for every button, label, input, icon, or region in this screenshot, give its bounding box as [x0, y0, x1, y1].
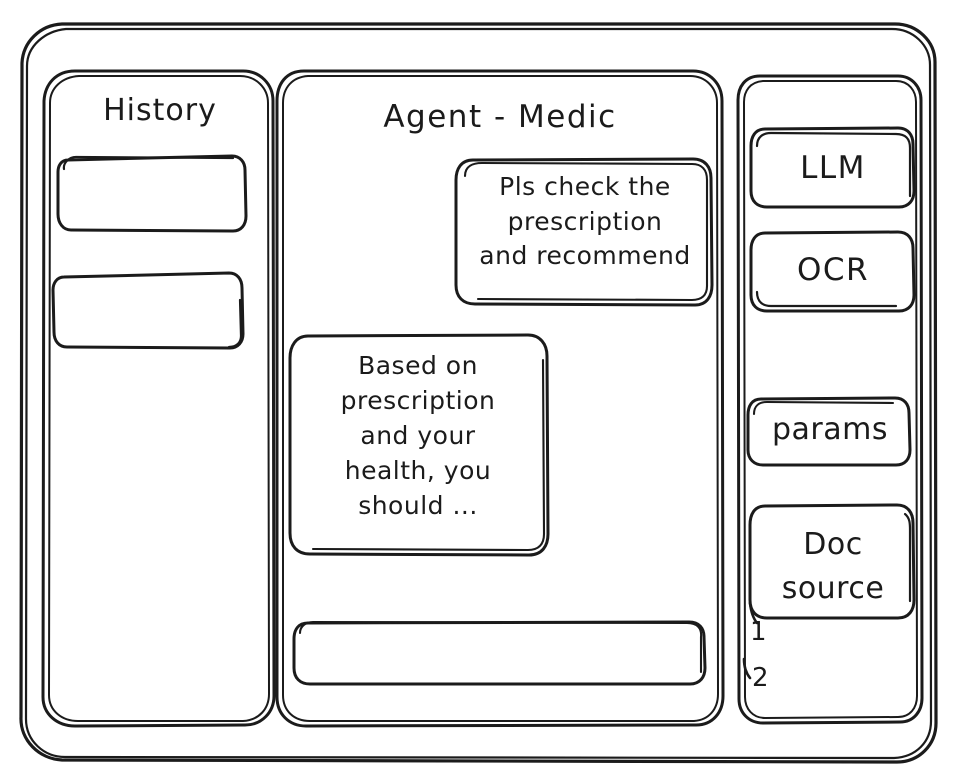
page-title-agent: Agent - Medic: [383, 99, 617, 135]
chat-message-assistant: Based on prescription and your health, y…: [340, 351, 496, 520]
tool-button-ocr-label: OCR: [796, 252, 870, 288]
history-item-2[interactable]: [53, 273, 243, 348]
doc-source-button[interactable]: [750, 505, 914, 618]
tool-button-ocr[interactable]: [751, 232, 914, 311]
doc-source-item-1[interactable]: 1: [750, 617, 768, 647]
tool-button-llm-label: LLM: [800, 150, 866, 186]
tool-button-llm[interactable]: [751, 128, 914, 207]
params-button[interactable]: [748, 398, 910, 465]
doc-source-label: Doc source: [781, 527, 885, 606]
chat-bubble-user[interactable]: [456, 159, 712, 305]
message-input[interactable]: [294, 622, 705, 684]
doc-source-item-2[interactable]: 2: [752, 663, 770, 693]
chat-message-user: Pls check the prescription and recommend: [479, 172, 691, 270]
chat-bubble-assistant[interactable]: [290, 335, 548, 555]
history-item-1[interactable]: [58, 156, 246, 231]
page-title-history: History: [103, 93, 217, 128]
params-button-label: params: [772, 412, 888, 447]
